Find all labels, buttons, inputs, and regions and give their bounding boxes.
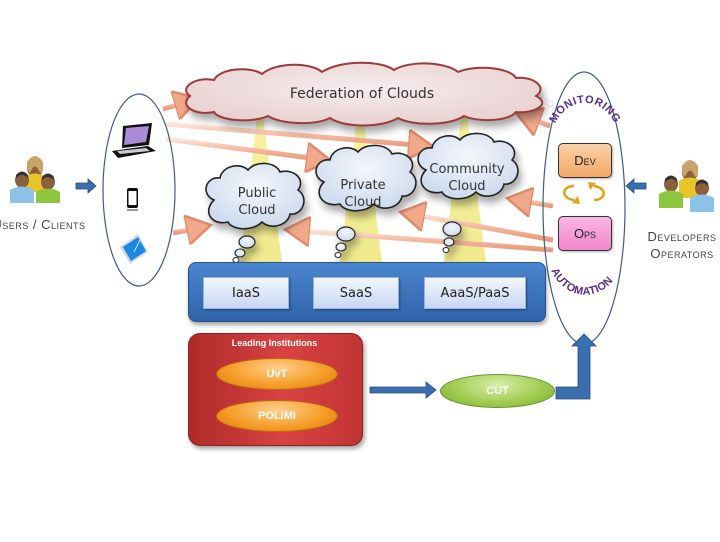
arrow-devops-to-private xyxy=(405,213,554,243)
flow-arrows xyxy=(75,178,647,400)
service-saas: SaaS xyxy=(313,277,399,309)
service-aaas-paas: AaaS/PaaS xyxy=(424,277,526,309)
institution-uvt: UvT xyxy=(216,358,338,390)
arrow-cut-to-devops xyxy=(555,333,597,400)
community-cloud-label: Community Cloud xyxy=(422,161,512,195)
private-cloud-label: Private Cloud xyxy=(328,177,398,211)
community-cloud-line1: Community xyxy=(429,162,505,177)
arrow-devops-to-community xyxy=(512,199,554,206)
institutions-title: Leading Institutions xyxy=(231,338,318,348)
arrow-institutions-to-cut xyxy=(369,381,437,399)
laptop-icon xyxy=(112,123,156,158)
developers-group-icon xyxy=(659,160,714,212)
private-cloud-line2: Cloud xyxy=(344,195,382,210)
developers-operators-label: Developers Operators xyxy=(632,228,720,262)
public-cloud-line1: Public xyxy=(237,186,277,201)
developers-line: Developers xyxy=(647,229,717,244)
arrow-devops-to-public xyxy=(290,230,554,253)
service-iaas: IaaS xyxy=(203,277,289,309)
public-cloud-line2: Cloud xyxy=(238,203,276,218)
private-cloud-line1: Private xyxy=(340,178,386,193)
operators-line: Operators xyxy=(650,246,714,261)
public-cloud-label: Public Cloud xyxy=(222,185,292,219)
ops-box: Ops xyxy=(558,216,612,251)
dev-box: Dev xyxy=(558,143,612,178)
link-arrows xyxy=(162,100,554,253)
users-group-icon xyxy=(10,156,60,203)
thought-cloud-public xyxy=(205,162,305,263)
arrow-users-to-devices xyxy=(75,178,97,194)
arrow-devops-to-federation xyxy=(521,115,551,126)
federation-cloud xyxy=(185,61,544,127)
institution-polimi: POLIMI xyxy=(216,400,338,432)
federation-label: Federation of Clouds xyxy=(289,86,435,102)
devices-ellipse xyxy=(102,93,176,287)
arrow-developers-to-devops xyxy=(625,178,647,194)
arrow-devices-to-public xyxy=(172,226,206,233)
arrow-devices-to-community xyxy=(165,121,428,146)
users-clients-label: Users / Clients xyxy=(0,217,86,232)
smartphone-icon xyxy=(127,188,138,211)
community-cloud-line2: Cloud xyxy=(448,179,486,194)
thought-cloud-community xyxy=(417,132,519,253)
monitoring-reflection: MO xyxy=(537,94,557,111)
arrow-devices-to-private xyxy=(165,136,326,160)
monitoring-label: MONITORING xyxy=(547,94,622,125)
tablet-icon xyxy=(120,234,148,264)
cut-node: CUT xyxy=(440,374,555,408)
automation-label: AUTOMATION xyxy=(548,266,615,298)
thought-cloud-private xyxy=(315,144,417,258)
cycle-arrows-icon xyxy=(563,182,605,204)
